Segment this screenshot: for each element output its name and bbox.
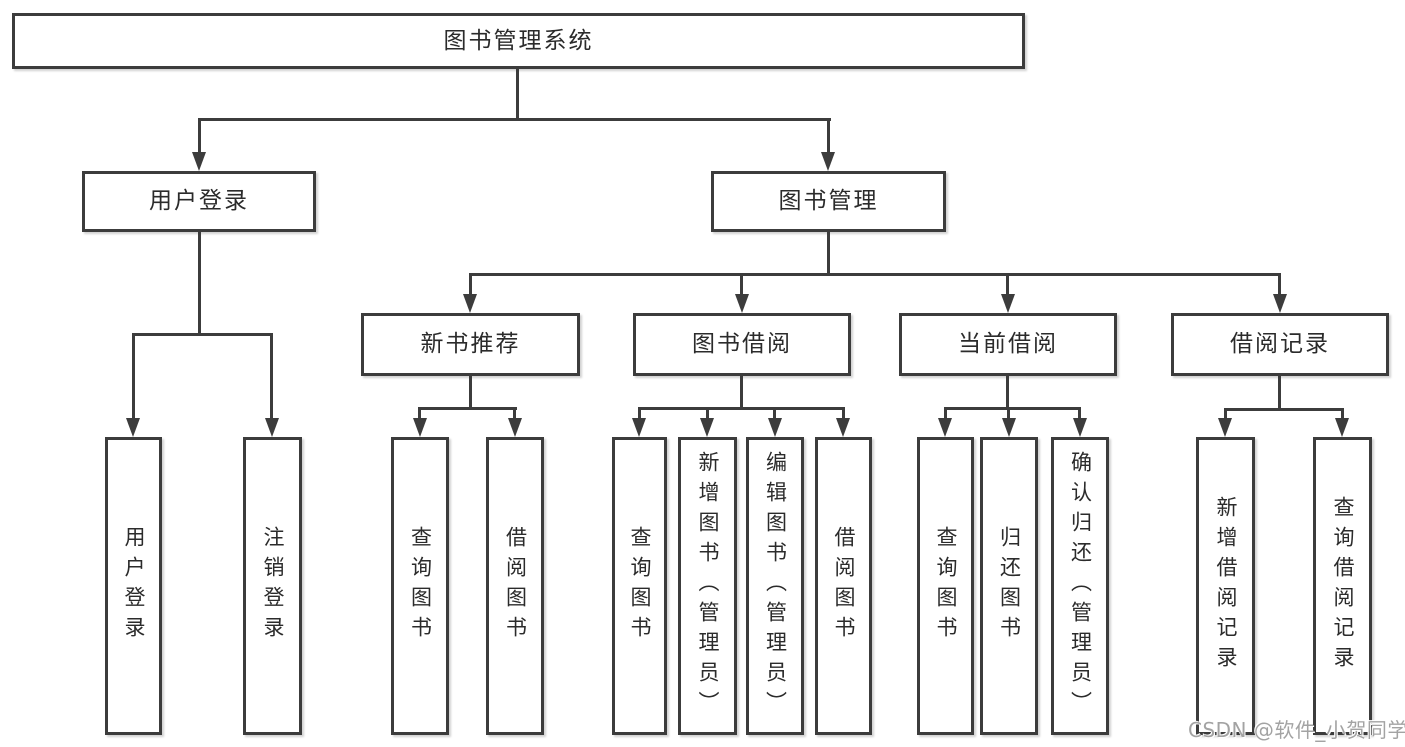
edge-line [1224, 408, 1344, 411]
edge-line [513, 407, 516, 420]
node-user-login: 用户登录 [82, 171, 316, 232]
edge-line [418, 407, 517, 410]
edge-arrow-icon [821, 152, 835, 171]
edge-arrow-icon [192, 152, 206, 171]
edge-line [706, 407, 709, 420]
edge-line [638, 407, 845, 410]
leaf-query-borrow-record: 查询借阅记录 [1313, 437, 1372, 735]
edge-line [1007, 407, 1010, 420]
edge-line [740, 273, 743, 296]
edge-line [132, 333, 135, 420]
edge-line [827, 118, 830, 154]
edge-line [469, 273, 472, 296]
edge-arrow-icon [1218, 418, 1232, 437]
edge-arrow-icon [1002, 418, 1016, 437]
edge-line [1078, 407, 1081, 420]
edge-line [1006, 273, 1009, 296]
edge-line [198, 118, 831, 121]
edge-line [638, 407, 641, 420]
leaf-add-borrow-record: 新增借阅记录 [1196, 437, 1255, 735]
node-borrow-records: 借阅记录 [1171, 313, 1389, 376]
edge-line [1224, 408, 1227, 420]
edge-line [1278, 376, 1281, 408]
leaf-query-books-recommend: 查询图书 [391, 437, 449, 735]
leaf-query-books-borrow: 查询图书 [612, 437, 667, 735]
edge-line [944, 407, 947, 420]
edge-arrow-icon [735, 294, 749, 313]
node-book-borrow: 图书借阅 [633, 313, 851, 376]
edge-line [418, 407, 421, 420]
edge-arrow-icon [938, 418, 952, 437]
leaf-borrow-books-recommend: 借阅图书 [486, 437, 544, 735]
edge-line [827, 232, 830, 273]
leaf-user-login: 用户登录 [105, 437, 162, 735]
edge-arrow-icon [1001, 294, 1015, 313]
edge-line [270, 333, 273, 420]
edge-arrow-icon [1273, 294, 1287, 313]
edge-arrow-icon [413, 418, 427, 437]
edge-arrow-icon [836, 418, 850, 437]
leaf-add-book-admin: 新增图书（管理员） [678, 437, 737, 735]
edge-line [132, 333, 273, 336]
node-library-system: 图书管理系统 [12, 13, 1025, 69]
edge-line [944, 407, 1081, 410]
edge-arrow-icon [463, 294, 477, 313]
node-new-book-recommend: 新书推荐 [361, 313, 580, 376]
edge-line [469, 376, 472, 407]
edge-arrow-icon [1335, 418, 1349, 437]
edge-arrow-icon [768, 418, 782, 437]
edge-arrow-icon [508, 418, 522, 437]
leaf-borrow-books: 借阅图书 [815, 437, 872, 735]
leaf-return-book: 归还图书 [980, 437, 1038, 735]
edge-line [1341, 408, 1344, 420]
leaf-logout: 注销登录 [243, 437, 302, 735]
edge-line [773, 407, 776, 420]
leaf-edit-book-admin: 编辑图书（管理员） [746, 437, 804, 735]
node-current-borrow: 当前借阅 [899, 313, 1117, 376]
edge-arrow-icon [265, 418, 279, 437]
leaf-query-books-current: 查询图书 [917, 437, 974, 735]
edge-arrow-icon [700, 418, 714, 437]
edge-line [1006, 376, 1009, 407]
edge-arrow-icon [632, 418, 646, 437]
edge-arrow-icon [126, 418, 140, 437]
edge-line [198, 232, 201, 333]
edge-arrow-icon [1073, 418, 1087, 437]
edge-line [1278, 273, 1281, 296]
node-book-management: 图书管理 [711, 171, 946, 232]
edge-line [469, 273, 1281, 276]
edge-line [740, 376, 743, 407]
edge-line [198, 118, 201, 154]
edge-line [516, 69, 519, 118]
edge-line [842, 407, 845, 420]
csdn-watermark: CSDN @软件_小贺同学 [1188, 718, 1405, 742]
leaf-confirm-return-admin: 确认归还（管理员） [1051, 437, 1109, 735]
